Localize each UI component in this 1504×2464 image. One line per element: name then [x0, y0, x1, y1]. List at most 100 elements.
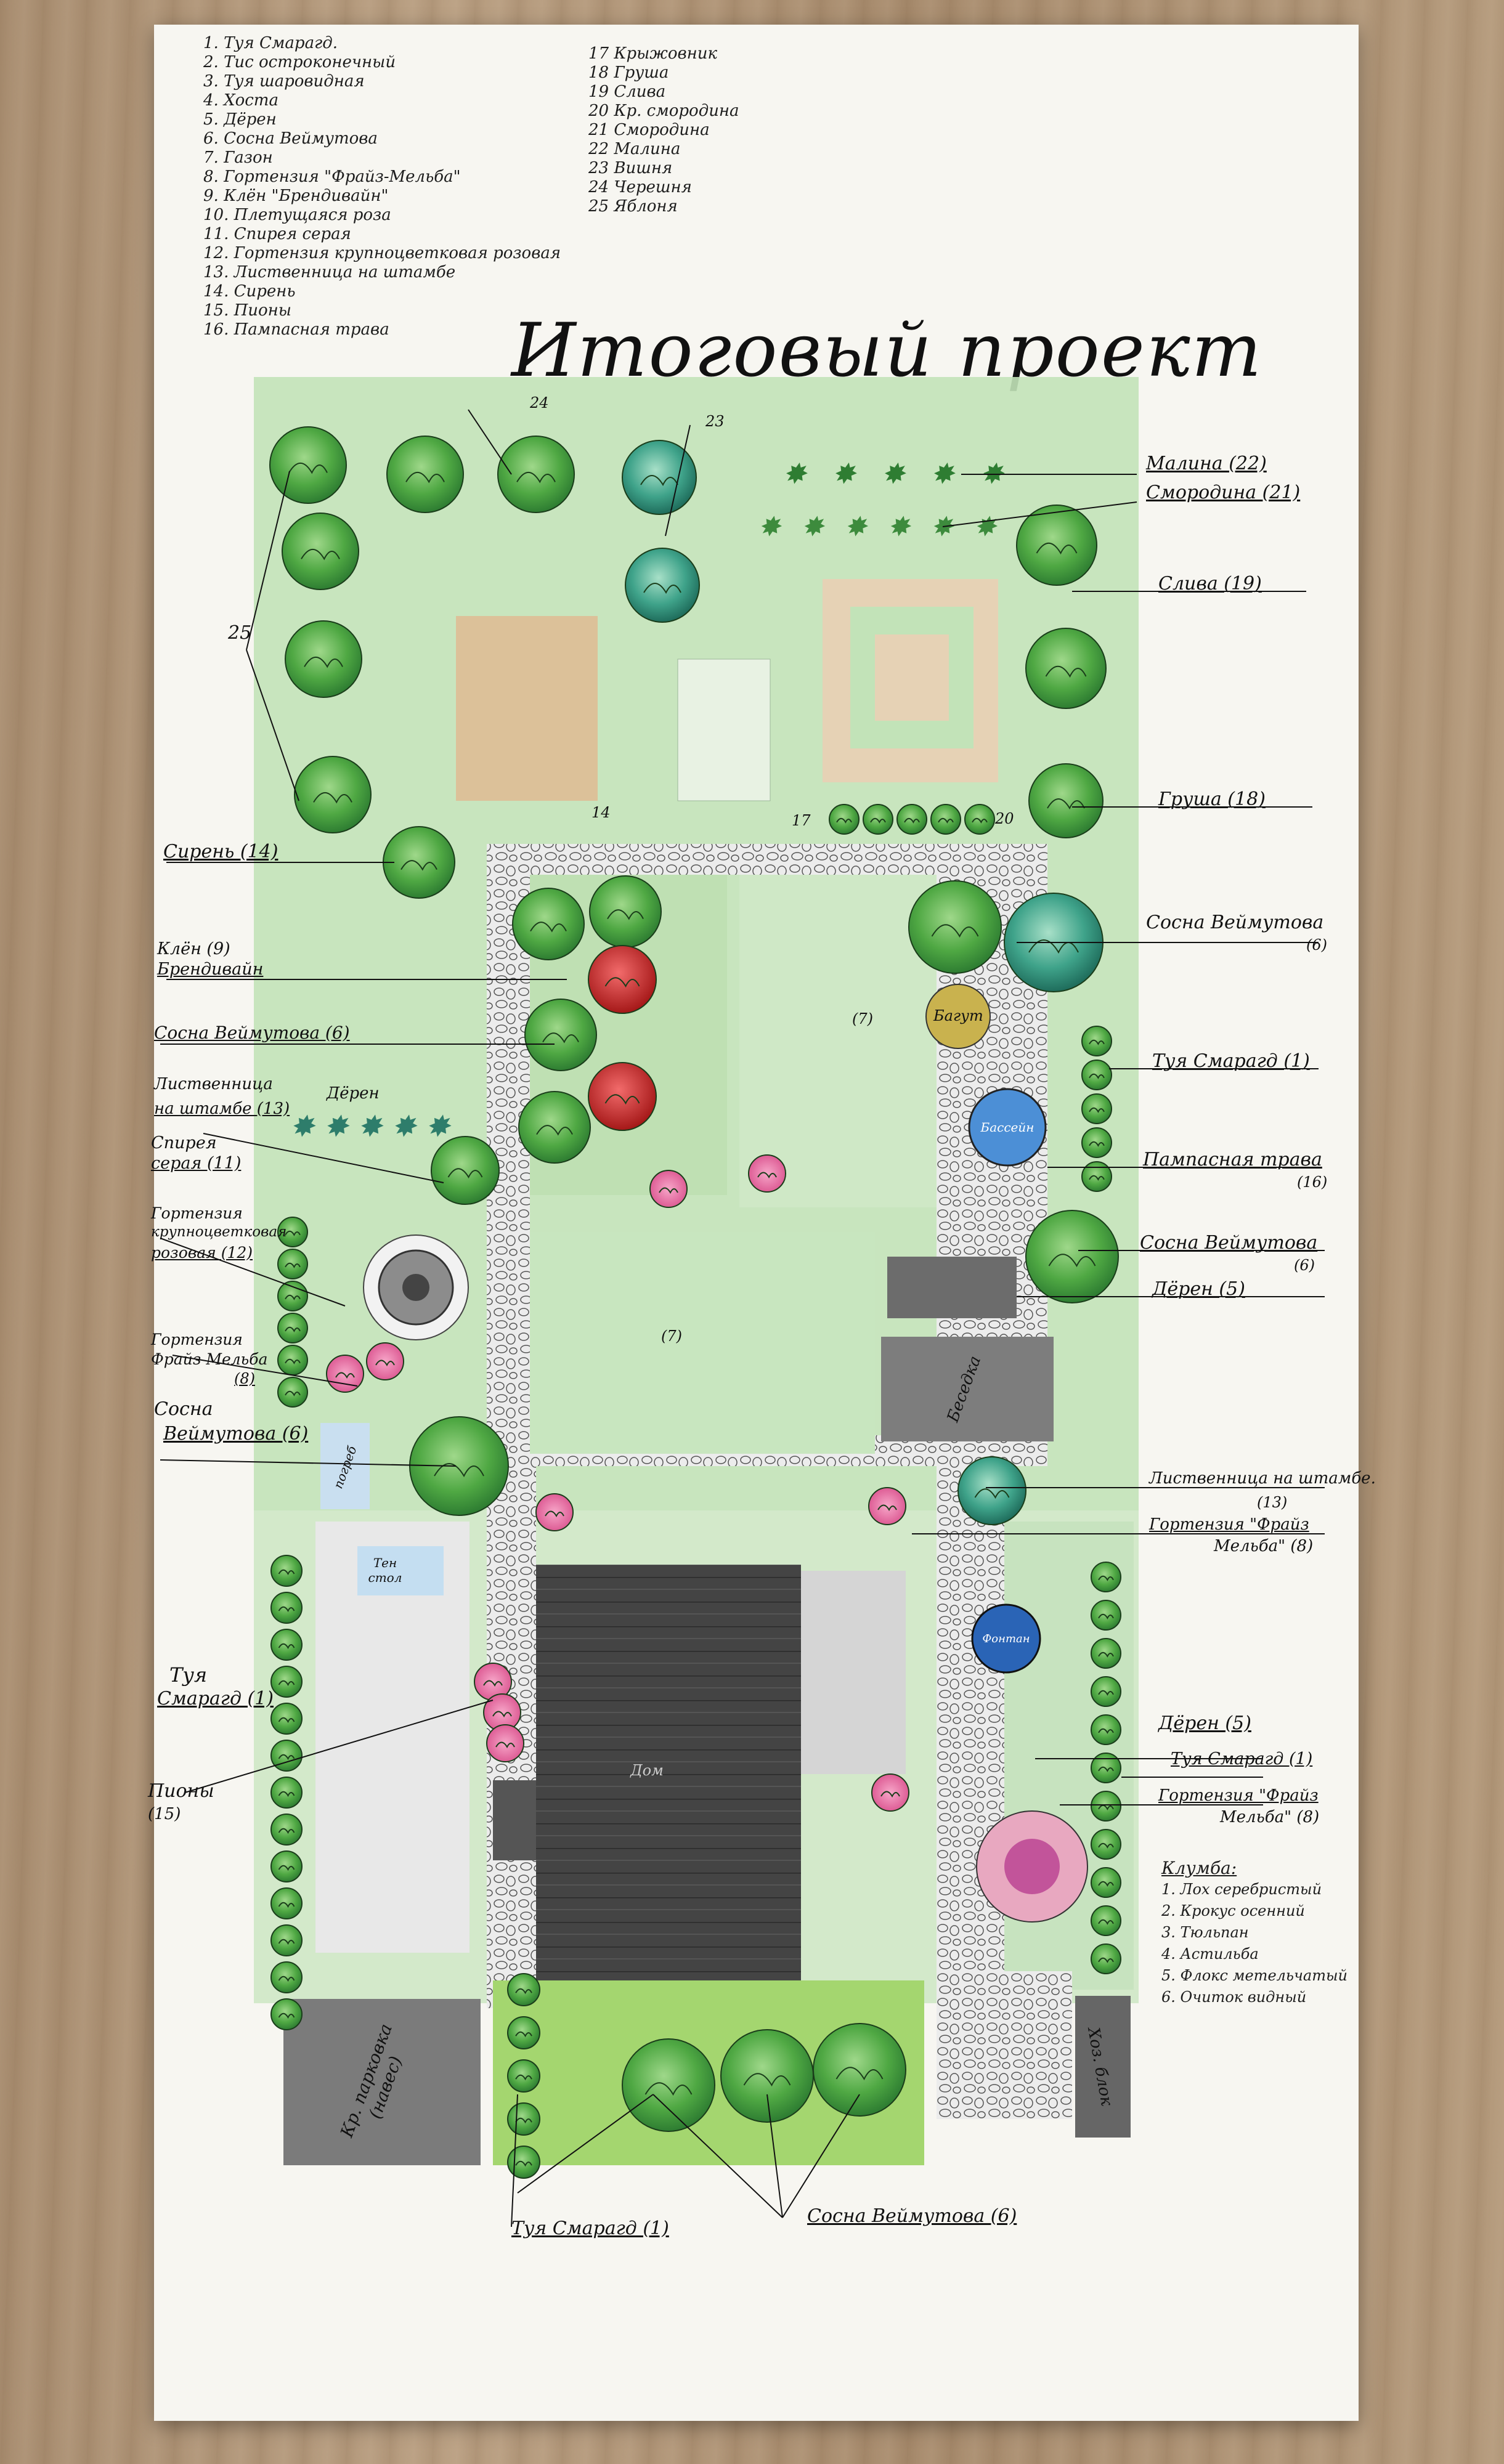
label-larch-left-2: на штамбе (13): [154, 1100, 290, 1118]
deck: [887, 1257, 1017, 1318]
gazebo: [881, 1337, 1054, 1441]
cellar: [320, 1423, 370, 1509]
spirea: [277, 1217, 308, 1247]
thuja-smaragd: [1091, 1943, 1121, 1974]
lawn-label-1: (7): [852, 1010, 873, 1027]
label-thuja-bottom: Туя Смарагд (1): [511, 2218, 669, 2239]
legend-item: 9. Клён "Брендивайн": [203, 187, 389, 205]
label-plum: Слива (19): [1158, 573, 1262, 594]
sand-patch: [456, 616, 598, 801]
weymouth-pine: [813, 2023, 906, 2117]
label-lilac: Сирень (14): [163, 841, 278, 862]
hydrangea-pink: [474, 1663, 512, 1701]
bed: [677, 659, 771, 801]
label-apple-number: 25: [228, 622, 252, 644]
legend-item: 16. Пампасная трава: [203, 320, 389, 339]
inner-lawn-top: [739, 875, 937, 1207]
label-hydrangea-1b: Мельба" (8): [1214, 1537, 1314, 1555]
thuja-smaragd: [270, 1850, 303, 1882]
thuja-smaragd: [270, 1998, 303, 2030]
cherry-tree: [497, 436, 575, 513]
raspberry-bush: ✸: [832, 457, 857, 490]
cherry-tree: [386, 436, 464, 513]
legend-item: 13. Лиственница на штамбе: [203, 263, 456, 282]
thuja-smaragd: [1081, 1127, 1112, 1158]
shed: [1075, 1996, 1131, 2138]
bagut-circle: [925, 984, 991, 1049]
pool: [968, 1088, 1047, 1167]
currant-bush: ✸: [930, 511, 955, 543]
thuja-smaragd: [1091, 1676, 1121, 1707]
label-thuja-left: Туя: [169, 1663, 208, 1687]
label-thuja-left-2: Смарагд (1): [157, 1688, 274, 1709]
legend-item: 8. Гортензия "Фрайз-Мельба": [203, 168, 461, 186]
label-cherry-number: 24: [530, 394, 549, 411]
thuja-smaragd: [1091, 1791, 1121, 1822]
thuja-smaragd: [270, 1961, 303, 1993]
label-maple-2: Брендивайн: [157, 960, 264, 979]
label-deren-2: Дёрен (5): [1158, 1712, 1251, 1734]
red-currant: [896, 804, 927, 835]
legend-item: 4. Хоста: [203, 91, 278, 110]
label-hydrangea-fm-3: (8): [234, 1370, 255, 1387]
flowerbed-item: 2. Крокус осенний: [1161, 1902, 1305, 1919]
spirea: [277, 1345, 308, 1376]
label-peony-2: (15): [148, 1805, 181, 1823]
legend-item: 14. Сирень: [203, 282, 296, 301]
thuja-smaragd: [270, 1629, 303, 1661]
table-label: Тен стол: [368, 1555, 402, 1585]
weymouth-pine: [622, 2038, 715, 2132]
lawn-label-2: (7): [661, 1327, 682, 1345]
flowerbed-item: 6. Очиток видный: [1161, 1988, 1307, 2006]
thuja-smaragd: [507, 1973, 540, 2006]
deren-shrub: ✸: [323, 1109, 350, 1144]
legend-item: 19 Слива: [588, 83, 666, 101]
spirea: [277, 1281, 308, 1311]
pool-label: Бассейн: [980, 1120, 1035, 1135]
thuja-smaragd: [270, 1777, 303, 1809]
label-hydrangea-2b: Мельба" (8): [1220, 1808, 1320, 1826]
house-terrace: [801, 1571, 906, 1774]
label-deren-1: Дёрен (5): [1152, 1278, 1245, 1300]
hydrangea-pink: [535, 1493, 574, 1531]
hydrangea-pink: [871, 1773, 909, 1812]
label-peony: Пионы: [148, 1780, 214, 1802]
thuja-smaragd: [270, 1555, 303, 1587]
thuja-smaragd: [507, 2059, 540, 2093]
deren-shrub: ✸: [357, 1109, 384, 1144]
legend-item: 6. Сосна Веймутова: [203, 129, 378, 148]
apple-tree: [285, 620, 362, 698]
raspberry-bush: ✸: [782, 457, 808, 490]
legend-item: 22 Малина: [588, 140, 681, 158]
red-currant: [829, 804, 860, 835]
spirea: [277, 1249, 308, 1279]
thuja-smaragd: [1091, 1867, 1121, 1898]
house: [536, 1565, 801, 1996]
label-deren-left: Дёрен: [327, 1084, 380, 1103]
label-currant: Смородина (21): [1146, 482, 1301, 503]
thuja-smaragd: [1081, 1060, 1112, 1090]
fountain: [971, 1603, 1041, 1674]
stone-path-right: [937, 1466, 1004, 2008]
label-hydrangea-fm: Гортензия: [151, 1331, 243, 1348]
thuja-smaragd: [270, 1924, 303, 1956]
plum-tree: [1025, 628, 1107, 709]
hydrangea-pink: [366, 1342, 404, 1380]
house-label: Дом: [630, 1762, 664, 1779]
hydrangea-pink: [868, 1487, 906, 1525]
weymouth-pine: [908, 880, 1002, 974]
flowerbed-center: [1004, 1839, 1060, 1894]
label-larch-num: (13): [1257, 1494, 1288, 1511]
thuja-smaragd: [1091, 1829, 1121, 1860]
parking: [283, 1999, 481, 2165]
label-maple: Клён (9): [157, 939, 230, 958]
thuja-smaragd: [270, 1887, 303, 1919]
thuja-smaragd: [507, 2016, 540, 2049]
legend-item: 18 Груша: [588, 63, 669, 82]
thuja-smaragd: [1081, 1161, 1112, 1192]
thuja-smaragd: [270, 1814, 303, 1846]
legend-item: 17 Крыжовник: [588, 44, 718, 63]
